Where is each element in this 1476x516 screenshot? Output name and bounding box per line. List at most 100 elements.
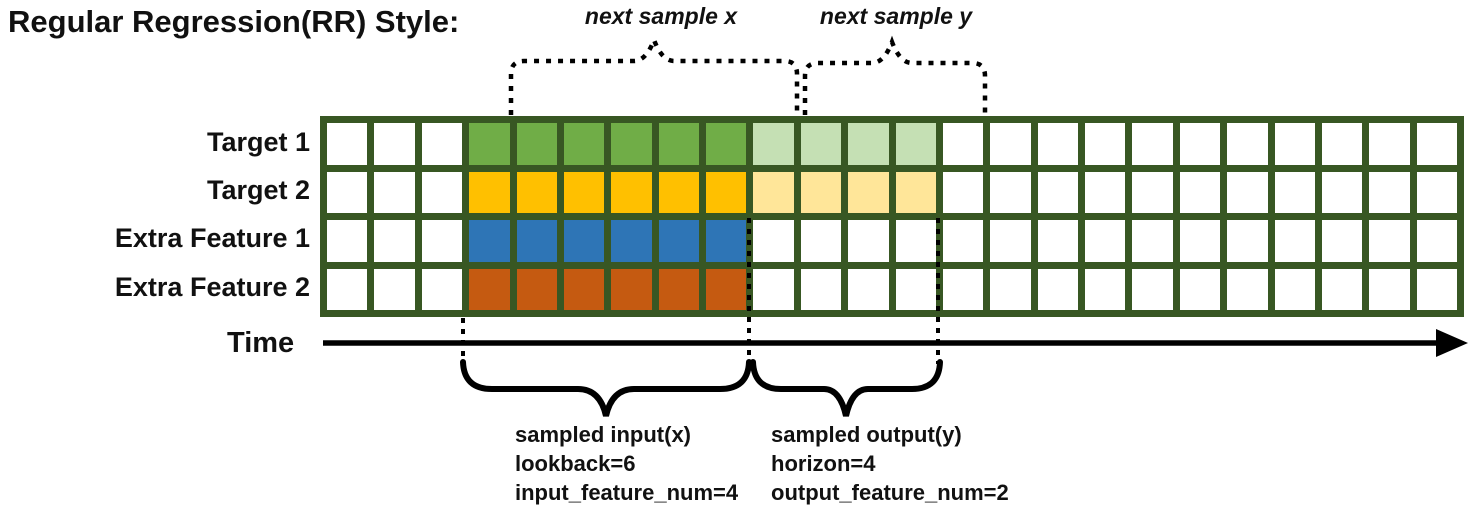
grid-cell [1274, 220, 1315, 262]
grid-cell [942, 268, 984, 310]
grid-cell [611, 268, 652, 310]
grid-cell [753, 268, 794, 310]
grid-cell [1227, 171, 1268, 213]
grid-cell [1179, 123, 1221, 165]
grid-cell [516, 171, 557, 213]
grid-cell [706, 171, 747, 213]
grid-cell [1179, 220, 1221, 262]
grid-cell [1416, 268, 1457, 310]
grid-cell [563, 123, 605, 165]
row-label-target-2: Target 2 [206, 175, 310, 205]
grid-cell [1132, 171, 1173, 213]
grid-cell [658, 171, 699, 213]
horizon-value: horizon=4 [771, 451, 876, 476]
grid-cell [374, 220, 415, 262]
grid-cell [469, 171, 510, 213]
grid-cell [374, 123, 415, 165]
grid-cell [1037, 220, 1078, 262]
row-label-extra-feature-1: Extra Feature 1 [114, 223, 310, 253]
next-sample-y-brace [802, 35, 988, 115]
grid-cell [421, 123, 463, 165]
grid-cell [469, 220, 510, 262]
sampled-output-brace [750, 359, 943, 417]
grid-cell [327, 220, 368, 262]
grid-cell [1037, 123, 1078, 165]
grid-cell [1416, 171, 1457, 213]
grid-cell [895, 268, 936, 310]
grid-cell [800, 123, 842, 165]
grid-cell [848, 220, 889, 262]
grid-cell [800, 268, 842, 310]
grid-cell [990, 268, 1031, 310]
grid-cell [753, 220, 794, 262]
grid-cell [1132, 220, 1173, 262]
grid-cell [753, 171, 794, 213]
grid-cell [895, 220, 936, 262]
grid-cell [1369, 171, 1410, 213]
sampled-input-title: sampled input(x) [515, 422, 692, 447]
grid-cell [1321, 123, 1363, 165]
grid-cell [374, 171, 415, 213]
grid-cell [1227, 268, 1268, 310]
grid-cell [327, 123, 368, 165]
grid-cell [1085, 171, 1126, 213]
input-region-guide-left [461, 318, 465, 364]
grid-cell [563, 220, 605, 262]
grid-cell [895, 123, 936, 165]
grid-cell [1274, 123, 1315, 165]
grid-cell [563, 171, 605, 213]
grid-cell [327, 171, 368, 213]
grid-cell [516, 123, 557, 165]
grid-cell [942, 220, 984, 262]
grid-cell [469, 268, 510, 310]
grid-cell [658, 268, 699, 310]
grid-cell [706, 268, 747, 310]
grid-cell [990, 171, 1031, 213]
grid-cell [1227, 220, 1268, 262]
sampled-input-brace [460, 359, 752, 417]
grid-cell [1274, 268, 1315, 310]
next-sample-y-label: next sample y [819, 3, 973, 29]
sampled-output-title: sampled output(y) [771, 422, 962, 447]
time-axis-label: Time [227, 327, 295, 359]
grid-cell [374, 268, 415, 310]
grid-cell [990, 123, 1031, 165]
grid-cell [611, 220, 652, 262]
grid-cell [942, 171, 984, 213]
output-region-guide-left [747, 218, 751, 364]
grid-cell [1227, 123, 1268, 165]
grid-cell [563, 268, 605, 310]
grid-cell [327, 268, 368, 310]
grid-cell [516, 220, 557, 262]
grid-cell [1369, 123, 1410, 165]
grid-cell [421, 171, 463, 213]
sampled-output-annotation: sampled output(y) horizon=4 output_featu… [771, 420, 1009, 507]
next-sample-x-label: next sample x [584, 3, 738, 29]
grid-cell [1321, 220, 1363, 262]
grid-cell [1132, 123, 1173, 165]
row-label-extra-feature-2: Extra Feature 2 [114, 272, 310, 302]
grid-cell [1274, 171, 1315, 213]
next-sample-x-brace [508, 33, 800, 115]
page-title: Regular Regression(RR) Style: [8, 4, 460, 39]
grid-cell [1179, 268, 1221, 310]
sampling-grid [320, 116, 1464, 317]
row-label-target-1: Target 1 [206, 127, 310, 157]
grid-cell [1369, 268, 1410, 310]
grid-cell [990, 220, 1031, 262]
grid-cell [1037, 268, 1078, 310]
grid-cell [421, 268, 463, 310]
grid-cell [658, 220, 699, 262]
grid-cell [1085, 123, 1126, 165]
grid-cell [1321, 268, 1363, 310]
grid-cell [421, 220, 463, 262]
output-feature-num-value: output_feature_num=2 [771, 480, 1009, 505]
grid-cell [706, 123, 747, 165]
grid-cell [516, 268, 557, 310]
grid-cell [469, 123, 510, 165]
grid-cell [800, 171, 842, 213]
grid-cell [895, 171, 936, 213]
grid-cell [800, 220, 842, 262]
grid-cell [611, 123, 652, 165]
